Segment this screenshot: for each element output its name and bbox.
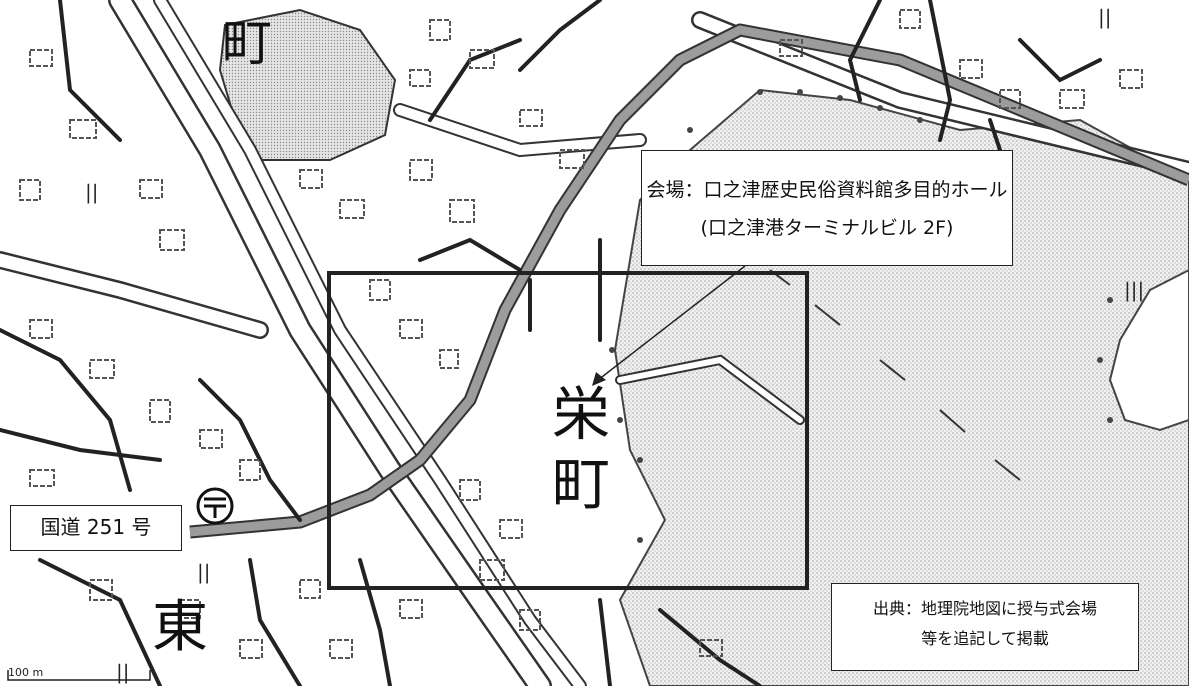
- route-251-fill: [189, 25, 1189, 537]
- source-note: 出典：地理院地図に授与式会場 等を追記して掲載: [831, 583, 1139, 671]
- route-label-box: 国道 251 号: [10, 505, 182, 551]
- scale-label: 100 m: [8, 666, 44, 679]
- map-mark: |||: [1124, 278, 1145, 302]
- place-name-sakae-2: 町: [552, 450, 611, 518]
- source-line-2: 等を追記して掲載: [921, 629, 1049, 648]
- map-mark: ||: [85, 180, 99, 204]
- ferry-route: [769, 269, 1021, 481]
- map-mark: ||: [116, 660, 130, 684]
- buildings: [19, 9, 1143, 659]
- post-office-icon: [196, 487, 234, 525]
- route-label: 国道 251 号: [40, 515, 152, 539]
- place-name-higashi: 東: [152, 595, 208, 660]
- streets: [0, 0, 1102, 686]
- venue-callout: 会場：口之津歴史民俗資料館多目的ホール (口之津港ターミナルビル 2F): [641, 150, 1013, 266]
- scale-bar-line: [7, 670, 151, 681]
- leader-arrowhead: [592, 372, 606, 386]
- source-line-1: 出典：地理院地図に授与式会場: [872, 599, 1097, 618]
- venue-building: (口之津港ターミナルビル 2F): [700, 217, 954, 239]
- island: [1108, 268, 1189, 432]
- pond: [218, 8, 397, 161]
- place-name-sakae-1: 栄: [552, 380, 611, 448]
- venue-name: 会場：口之津歴史民俗資料館多目的ホール: [646, 179, 1008, 201]
- leader-line: [597, 265, 746, 381]
- venue-area-frame: [327, 271, 809, 590]
- place-name-top: 町: [222, 14, 272, 72]
- map-mark: ||: [197, 560, 211, 584]
- map-mark: ||: [1098, 5, 1112, 29]
